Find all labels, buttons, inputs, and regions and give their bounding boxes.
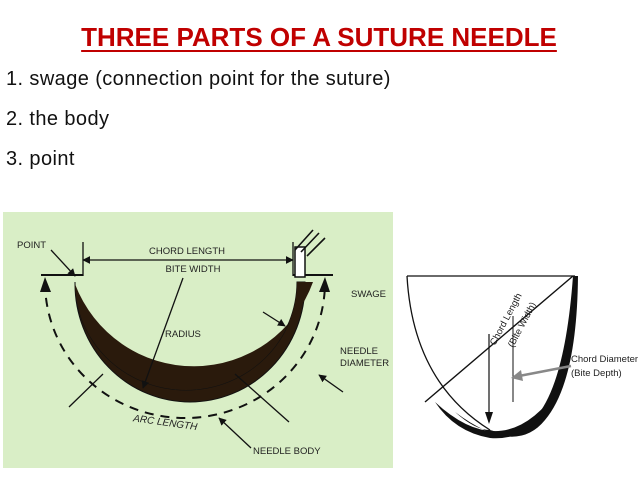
bite-depth-label: (Bite Depth) <box>571 368 622 379</box>
chord-diameter-diagram: Chord Length (Bite Width) Chord Diameter… <box>395 262 638 479</box>
suture-strands <box>294 229 326 257</box>
chord-length-label: CHORD LENGTH <box>149 246 225 257</box>
needle-anatomy-diagram: CHORD LENGTH BITE WIDTH POINT RADIUS SWA… <box>3 212 393 468</box>
needle-body-thick <box>75 282 313 390</box>
chord-diameter-label: Chord Diameter <box>571 354 638 365</box>
body-tick-right <box>234 373 290 423</box>
needle-diameter-label-1: NEEDLE <box>340 346 378 357</box>
radius-label: RADIUS <box>165 329 201 340</box>
slide-title-text: THREE PARTS OF A SUTURE NEEDLE <box>81 22 557 52</box>
diameter-arrow-inner <box>318 374 344 393</box>
radius-line <box>141 277 184 389</box>
point-pointer <box>50 249 76 277</box>
list-item-swage: 1. swage (connection point for the sutur… <box>6 68 391 90</box>
chord-diameter-arrowhead <box>511 370 523 381</box>
depth-arrowhead <box>485 412 493 424</box>
diagram-background <box>3 212 393 468</box>
needle-body-pointer <box>218 417 252 449</box>
right-diagram-background <box>395 262 638 479</box>
arc-arrowhead-right <box>319 277 330 292</box>
arc-length-dashed-line <box>44 281 326 419</box>
tissue-curve-left <box>406 275 491 431</box>
swage-shape <box>294 246 306 278</box>
needle-crescent <box>455 276 578 437</box>
point-label: POINT <box>17 240 46 251</box>
chord-line <box>424 275 574 403</box>
needle-diameter-label-2: DIAMETER <box>340 358 389 369</box>
swage-label: SWAGE <box>351 289 386 300</box>
list-item-point: 3. point <box>6 148 75 170</box>
needle-body-label: NEEDLE BODY <box>253 446 321 457</box>
list-item-body: 2. the body <box>6 108 110 130</box>
arc-arrowhead-left <box>40 277 51 292</box>
bite-width-label: BITE WIDTH <box>166 264 221 275</box>
slide-title: THREE PARTS OF A SUTURE NEEDLE <box>0 22 638 62</box>
needle-crescent-lower <box>435 387 560 439</box>
chord-diameter-pointer <box>518 364 572 378</box>
body-tick-left <box>68 373 104 408</box>
diameter-arrow-outer <box>262 311 286 327</box>
parts-list: 1. swage (connection point for the sutur… <box>6 64 391 184</box>
